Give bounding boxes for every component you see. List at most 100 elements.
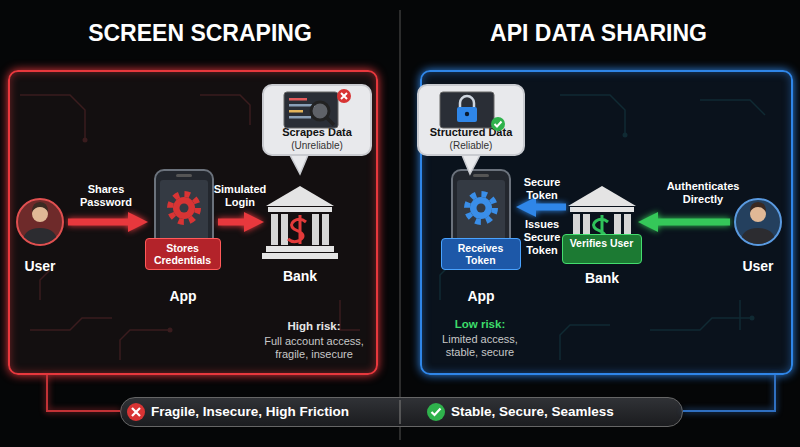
scraping-screen-icon (289, 116, 311, 119)
user-icon (735, 199, 781, 246)
node-text: Bank (264, 268, 336, 284)
status-icon (432, 409, 441, 416)
node-text: App (148, 288, 218, 304)
flow-arrow (218, 219, 252, 226)
secure-screen-icon (460, 96, 474, 108)
user-node: User (12, 196, 68, 278)
bank-icon (322, 214, 329, 245)
secure-screen-icon (440, 92, 505, 131)
user-icon (750, 206, 766, 222)
node-text: Receives Token (442, 242, 519, 266)
status-icon (399, 400, 401, 424)
user-node: User (730, 196, 786, 278)
bank-icon (312, 214, 319, 245)
flow-arrow (68, 219, 136, 226)
bank-node: Bank (264, 182, 336, 288)
risk-heading: Issues Secure Token (512, 218, 572, 258)
summary-pill: Fragile, Insecure, High Friction Stable, … (120, 397, 683, 427)
scraping-screen-icon (289, 98, 307, 101)
secure-screen-icon (457, 107, 477, 122)
circuit-traces (623, 133, 628, 138)
bank-node: BankVerifies User (566, 182, 638, 288)
user-icon (735, 199, 781, 245)
bracket-line (47, 375, 120, 411)
user-icon (740, 202, 776, 246)
node-text: Bank (566, 270, 638, 286)
user-icon (32, 202, 48, 212)
scraping-screen-icon (284, 92, 338, 128)
bank-icon (271, 214, 278, 245)
status-icon (427, 403, 445, 421)
phone-icon (180, 204, 189, 213)
secure-screen-icon (440, 92, 494, 128)
phone-icon (470, 197, 492, 219)
node-text: (Reliable) (419, 140, 523, 152)
callout-bubble: Scrapes Data(Unreliable) (262, 84, 372, 156)
scraping-screen-icon (289, 104, 315, 107)
app-node: AppReceives Token (446, 168, 516, 310)
note-text: Limited access, stable, secure (425, 333, 535, 359)
bank-icon (288, 215, 306, 244)
flow-arrow (650, 219, 730, 226)
user-icon (17, 199, 63, 245)
callout-bubble: Structured Data(Reliable) (417, 84, 525, 156)
flow-arrow (528, 204, 566, 211)
user-icon (740, 228, 776, 246)
user-icon (22, 228, 58, 246)
status-icon (127, 403, 145, 421)
bank-icon (568, 186, 636, 206)
node-text: User (730, 258, 786, 274)
node-text: Stable, Secure, Seamless (451, 404, 671, 420)
risk-heading: High risk: (252, 320, 376, 334)
node-text: Fragile, Insecure, High Friction (151, 404, 401, 420)
edge-label: Simulated Login (205, 183, 275, 209)
phone-icon (467, 194, 495, 222)
scraping-screen-icon (326, 117, 334, 125)
bank-icon (262, 186, 338, 259)
scraping-screen-icon (284, 89, 351, 128)
bank-icon (570, 207, 634, 212)
phone-icon (170, 194, 198, 222)
node-text: API DATA SHARING (412, 20, 785, 46)
scraping-screen-icon (341, 93, 347, 99)
node-text: Structured Data (419, 126, 523, 139)
circuit-traces (750, 316, 755, 321)
risk-heading: Low risk: (425, 318, 535, 332)
bracket-line (683, 375, 775, 411)
status-chip: Verifies User (562, 234, 642, 264)
bank-icon (564, 186, 640, 259)
scraping-screen-icon (337, 89, 351, 103)
node-text: Scrapes Data (264, 126, 370, 139)
node-text: App (446, 288, 516, 304)
secure-screen-icon (495, 122, 502, 127)
divider-line (399, 10, 401, 440)
node-text: User (12, 258, 68, 274)
user-icon (22, 202, 58, 246)
bank-icon (268, 207, 332, 212)
phone-icon (473, 174, 489, 177)
node-text: (Unreliable) (264, 140, 370, 152)
phone-icon (173, 197, 195, 219)
circuit-traces (83, 138, 88, 143)
status-icon (132, 408, 140, 416)
status-chip: Stores Credentials (145, 238, 221, 270)
app-node: App Stores Credentials (148, 168, 218, 310)
bank-icon (262, 253, 338, 259)
bank-icon (281, 214, 288, 245)
edge-label: Authenticates Directly (660, 180, 746, 206)
scraping-screen-icon (289, 110, 303, 113)
circuit-traces (168, 328, 173, 333)
phone-icon (477, 204, 486, 213)
node-text: SCREEN SCRAPING (15, 20, 385, 46)
callout-tail (290, 155, 308, 174)
edge-label: Shares Password (66, 183, 146, 209)
panel-fill (8, 70, 378, 375)
note-text: Full account access, fragile, insecure (252, 335, 376, 361)
callout-tail (462, 155, 480, 174)
user-icon (750, 202, 766, 212)
